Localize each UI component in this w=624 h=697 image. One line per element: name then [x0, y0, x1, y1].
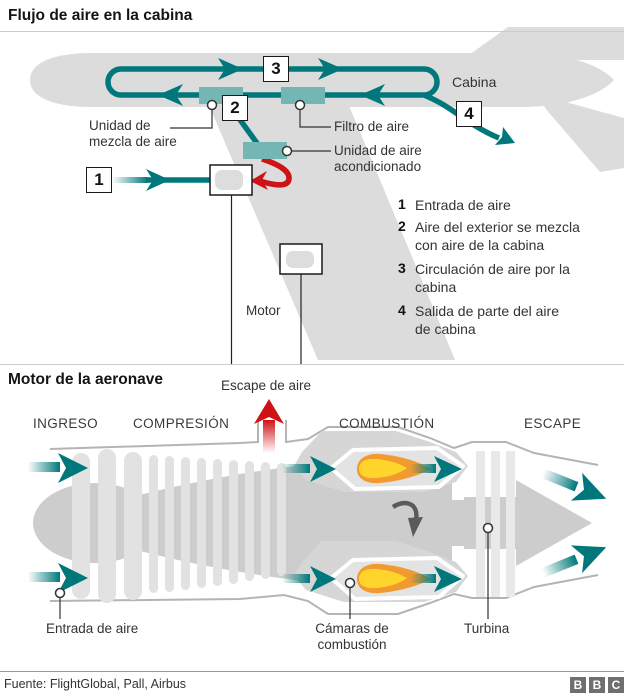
bleed-exhaust-arrow	[254, 399, 284, 453]
bleed-return-arrow	[250, 156, 292, 190]
marker-4: 4	[456, 101, 482, 127]
exhaust-arrow	[541, 468, 607, 501]
bbc-logo-letter: B	[570, 677, 586, 693]
flow-arrow-icon	[310, 456, 336, 482]
marker-2: 2	[222, 95, 248, 121]
air-filter-label: Filtro de aire	[334, 119, 410, 134]
source-credit: Fuente: FlightGlobal, Pall, Airbus	[4, 677, 187, 691]
turbine-blades	[476, 451, 515, 597]
bbc-logo-letter: B	[589, 677, 605, 693]
engine-panel-title: Motor de la aeronave	[8, 371, 164, 388]
engine-callouts	[54, 522, 494, 619]
mixing-unit-label: Unidad de mezcla de aire	[89, 118, 177, 149]
callouts	[170, 99, 331, 157]
ac-unit-label: Unidad de aire acondicionado	[334, 143, 422, 174]
legend-num: 4	[398, 302, 406, 318]
ac-unit	[243, 142, 287, 159]
stage-compresion: COMPRESIÓN	[133, 416, 230, 431]
exhaust-arrow	[541, 545, 607, 578]
engine-mount-boxes	[209, 164, 323, 364]
motor-label: Motor	[246, 303, 281, 318]
flow-arrow-icon	[318, 58, 343, 80]
legend-item: Entrada de aire	[415, 197, 511, 213]
inlet-arrows	[28, 453, 88, 593]
divider	[0, 364, 624, 365]
combustion-chamber	[282, 431, 468, 492]
turbine-label: Turbina	[464, 621, 510, 636]
stage-ingreso: INGRESO	[33, 416, 99, 431]
footer-divider	[0, 671, 624, 672]
legend-num: 3	[398, 260, 406, 276]
stage-combustion: COMBUSTIÓN	[339, 416, 435, 431]
marker-3: 3	[263, 56, 289, 82]
flow-arrow-icon	[218, 58, 243, 80]
stage-escape: ESCAPE	[524, 416, 582, 431]
engine-diagram	[28, 399, 607, 619]
legend-item: Circulación de aire por la cabina	[415, 261, 570, 295]
exit-arrow-icon	[495, 127, 515, 145]
marker-1: 1	[86, 167, 112, 193]
combustion-chambers-label: Cámaras de combustión	[315, 621, 389, 652]
cabin-panel-title: Flujo de aire en la cabina	[8, 7, 193, 24]
divider	[0, 31, 624, 32]
air-inlet-label: Entrada de aire	[46, 621, 139, 636]
flow-arrow-icon	[434, 456, 462, 482]
escape-air-label: Escape de aire	[221, 378, 312, 393]
flame-icon	[359, 458, 407, 479]
legend-item: Aire del exterior se mezcla con aire de …	[415, 219, 580, 253]
legend-item: Salida de parte del aire de cabina	[415, 303, 559, 337]
cabina-label: Cabina	[452, 74, 497, 90]
bleed-inlet-arrow	[112, 169, 211, 191]
fan-compressor-blades	[72, 449, 286, 603]
flow-arrow-icon	[158, 84, 183, 106]
legend-num: 2	[398, 218, 406, 234]
air-filter-unit	[281, 87, 325, 104]
bbc-logo-letter: C	[608, 677, 624, 693]
flow-arrow-icon	[360, 84, 385, 106]
legend-num: 1	[398, 196, 406, 212]
rotation-arrow-icon	[391, 500, 423, 537]
